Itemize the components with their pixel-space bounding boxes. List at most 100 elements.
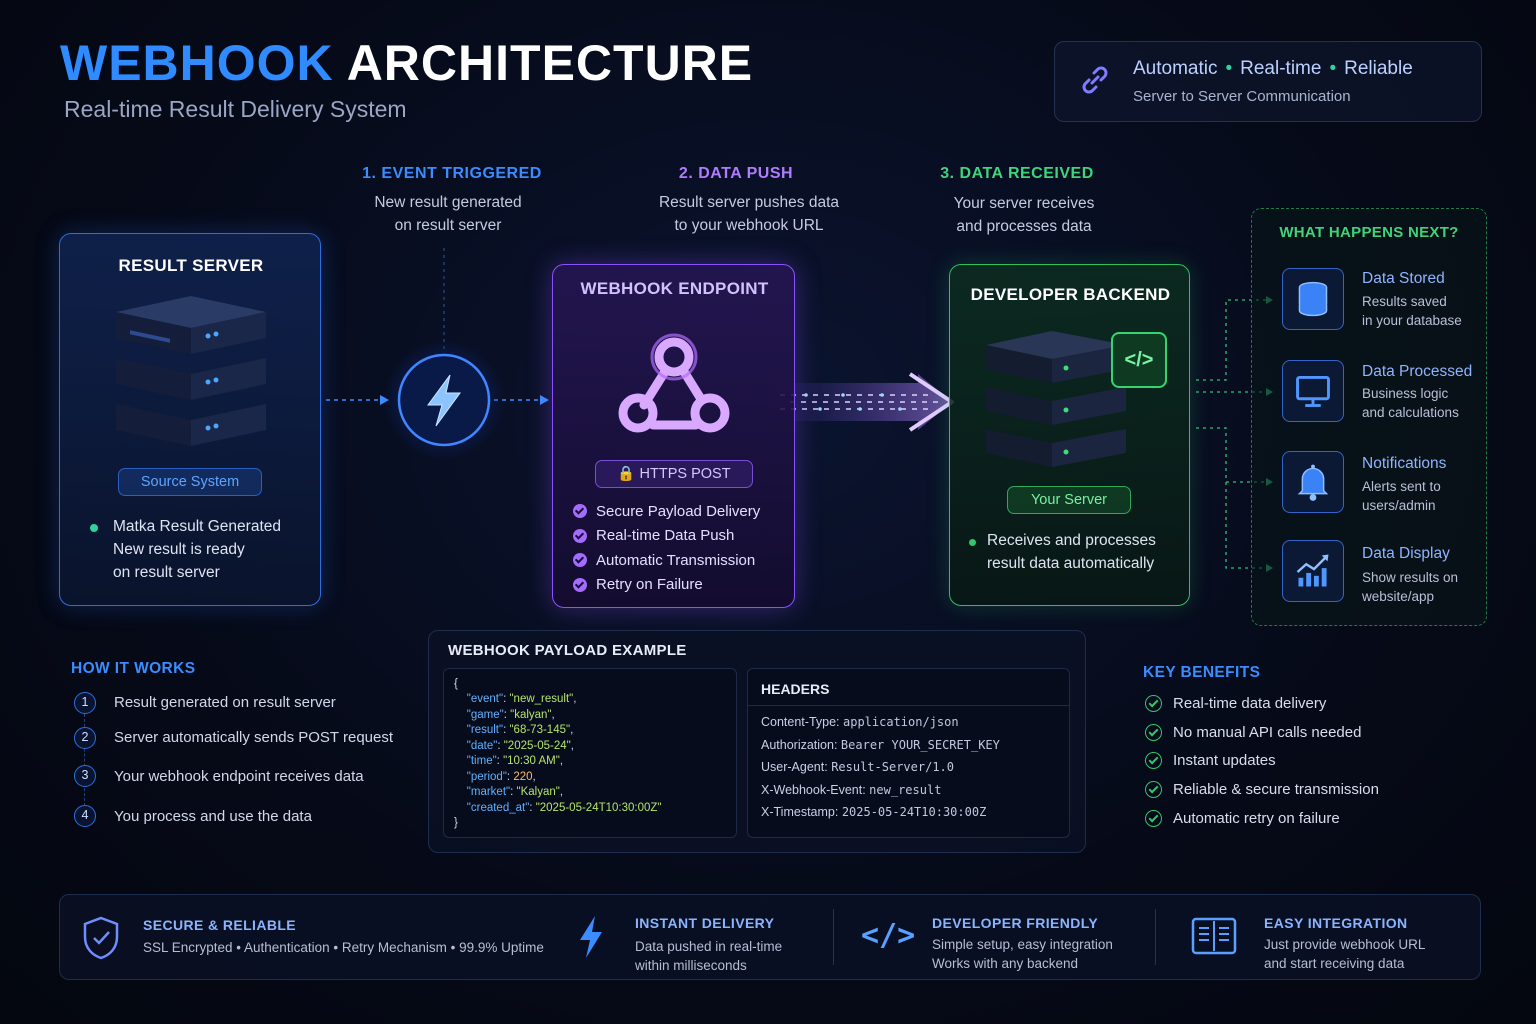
json-value: "10:30 AM" — [503, 755, 560, 767]
feature-item: Secure Payload Delivery — [573, 499, 760, 524]
tag-reliable: Reliable — [1344, 58, 1413, 79]
feature-tags: Automatic•Real-time•Reliable — [1133, 58, 1413, 79]
developer-backend-title: DEVELOPER BACKEND — [970, 285, 1171, 304]
how-step-text: Your webhook endpoint receives data — [114, 768, 364, 785]
feature-item: Retry on Failure — [573, 573, 760, 598]
how-it-works-title: HOW IT WORKS — [71, 660, 196, 677]
json-field: "date": "2025-05-24", — [454, 739, 574, 752]
divider — [748, 705, 1069, 706]
next-item-title: Data Display — [1362, 545, 1450, 562]
json-key: "game" — [454, 708, 504, 721]
step-number: 1 — [74, 692, 96, 714]
feature-tag-card: Automatic•Real-time•Reliable Server to S… — [1054, 41, 1482, 122]
feature-caption: Server to Server Communication — [1133, 88, 1351, 105]
check-icon — [573, 553, 587, 568]
payload-code-block: { "event": "new_result", "game": "kalyan… — [443, 668, 737, 838]
source-system-badge: Source System — [118, 468, 262, 496]
tag-automatic: Automatic — [1133, 58, 1218, 79]
header-row: Authorization: Bearer YOUR_SECRET_KEY — [761, 737, 1000, 752]
header-row: X-Timestamp: 2025-05-24T10:30:00Z — [761, 805, 987, 819]
database-icon — [1282, 268, 1344, 330]
step-2-heading: 2. DATA PUSH — [678, 165, 794, 182]
step-1-heading: 1. EVENT TRIGGERED — [362, 165, 542, 182]
footer-item-title: INSTANT DELIVERY — [635, 915, 775, 931]
lightning-icon — [580, 916, 602, 958]
your-server-badge: Your Server — [1007, 486, 1131, 514]
title-rest: ARCHITECTURE — [346, 35, 754, 91]
chart-icon — [1282, 540, 1344, 602]
check-icon — [1145, 809, 1162, 827]
header-row: Content-Type: application/json — [761, 715, 959, 729]
bell-icon — [1282, 451, 1344, 513]
shield-icon — [83, 916, 119, 960]
headers-title: HEADERS — [761, 681, 830, 697]
how-step-text: You process and use the data — [114, 808, 312, 825]
status-dot — [969, 539, 976, 546]
lock-icon: 🔒 — [617, 466, 636, 482]
json-key: "event" — [454, 693, 504, 705]
how-step-text: Result generated on result server — [114, 694, 336, 711]
status-dot — [90, 524, 98, 532]
footer-item-desc: SSL Encrypted • Authentication • Retry M… — [143, 940, 544, 955]
key-benefits-title: KEY BENEFITS — [1143, 664, 1261, 681]
json-field: "period": 220, — [454, 770, 536, 783]
step-number: 2 — [74, 727, 96, 749]
page-subtitle: Real-time Result Delivery System — [64, 96, 407, 122]
json-value: "new_result" — [509, 693, 574, 705]
json-field: "game": "kalyan", — [454, 708, 555, 721]
check-icon — [573, 504, 587, 519]
code-icon: </> — [1111, 332, 1167, 388]
next-item-title: Notifications — [1362, 455, 1447, 472]
backend-server-icon — [986, 331, 1126, 467]
check-icon — [573, 577, 587, 592]
footer-bar — [59, 894, 1481, 980]
developer-backend-desc: Receives and processes result data autom… — [987, 532, 1156, 572]
benefit-item: Reliable & secure transmission — [1145, 775, 1379, 804]
benefit-item: Instant updates — [1145, 746, 1379, 775]
json-key: "period" — [454, 770, 507, 783]
feature-item: Real-time Data Push — [573, 524, 760, 549]
webhook-endpoint-title: WEBHOOK ENDPOINT — [580, 279, 769, 298]
webhook-icon — [618, 333, 730, 433]
benefit-item: Real-time data delivery — [1145, 689, 1379, 718]
json-key: "date" — [454, 739, 498, 752]
divider — [833, 909, 834, 965]
json-value: 220 — [513, 770, 533, 783]
step-3-heading: 3. DATA RECEIVED — [940, 165, 1094, 182]
json-field: "created_at": "2025-05-24T10:30:00Z" — [454, 801, 662, 814]
json-fields: "event": "new_result", "game": "kalyan",… — [454, 692, 662, 816]
footer-item-title: EASY INTEGRATION — [1264, 915, 1408, 931]
check-icon — [1145, 752, 1162, 770]
header-row: X-Webhook-Event: new_result — [761, 782, 942, 797]
json-key: "time" — [454, 755, 497, 767]
json-key: "market" — [454, 786, 511, 798]
result-server-title: RESULT SERVER — [118, 256, 264, 275]
step-number: 4 — [74, 805, 96, 827]
benefit-item: Automatic retry on failure — [1145, 804, 1379, 833]
link-icon — [1082, 66, 1108, 94]
monitor-icon — [1282, 360, 1344, 422]
json-value: "2025-05-24" — [503, 739, 571, 752]
step-number: 3 — [74, 765, 96, 787]
json-key: "result" — [454, 724, 504, 736]
how-step-text: Server automatically sends POST request — [114, 729, 394, 746]
divider — [1155, 909, 1156, 965]
footer-item-title: DEVELOPER FRIENDLY — [932, 915, 1099, 931]
benefit-item: No manual API calls needed — [1145, 718, 1379, 747]
json-field: "market": "Kalyan", — [454, 786, 564, 798]
json-value: "kalyan" — [510, 708, 552, 721]
json-field: "event": "new_result", — [454, 693, 577, 705]
check-icon — [1145, 723, 1162, 741]
check-icon — [573, 528, 587, 543]
title-accent: WEBHOOK — [60, 35, 334, 91]
what-happens-next-title: WHAT HAPPENS NEXT? — [1279, 224, 1459, 241]
json-field: "time": "10:30 AM", — [454, 755, 564, 767]
code-icon: </> — [861, 918, 916, 953]
tag-realtime: Real-time — [1240, 58, 1322, 79]
